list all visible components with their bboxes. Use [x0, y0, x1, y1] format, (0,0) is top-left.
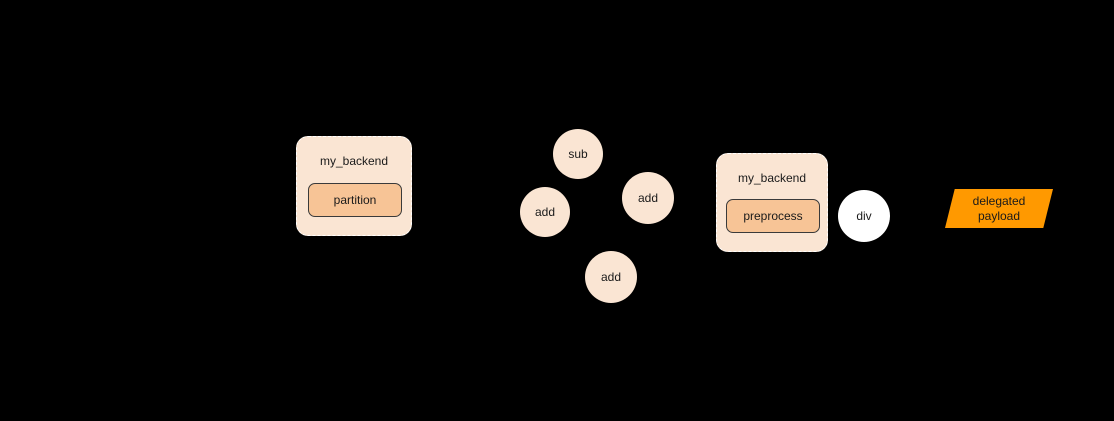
node-add-bottom[interactable]: add	[585, 251, 637, 303]
payload-text: delegated payload	[973, 194, 1026, 224]
payload-line-1: delegated	[972, 193, 1026, 208]
op-box-preprocess[interactable]: preprocess	[726, 199, 820, 233]
op-box-partition[interactable]: partition	[308, 183, 402, 217]
subgraph-my-backend-partition[interactable]: my_backend partition	[296, 136, 412, 236]
node-sub[interactable]: sub	[553, 129, 603, 179]
subgraph-my-backend-preprocess[interactable]: my_backend preprocess	[716, 153, 828, 252]
subgraph-label: my_backend	[737, 171, 807, 185]
node-add-left[interactable]: add	[520, 187, 570, 237]
payload-line-2: payload	[977, 208, 1021, 223]
node-add-right[interactable]: add	[622, 172, 674, 224]
node-div[interactable]: div	[838, 190, 890, 242]
delegated-payload-tag[interactable]: delegated payload	[945, 189, 1053, 228]
subgraph-label: my_backend	[319, 154, 389, 168]
